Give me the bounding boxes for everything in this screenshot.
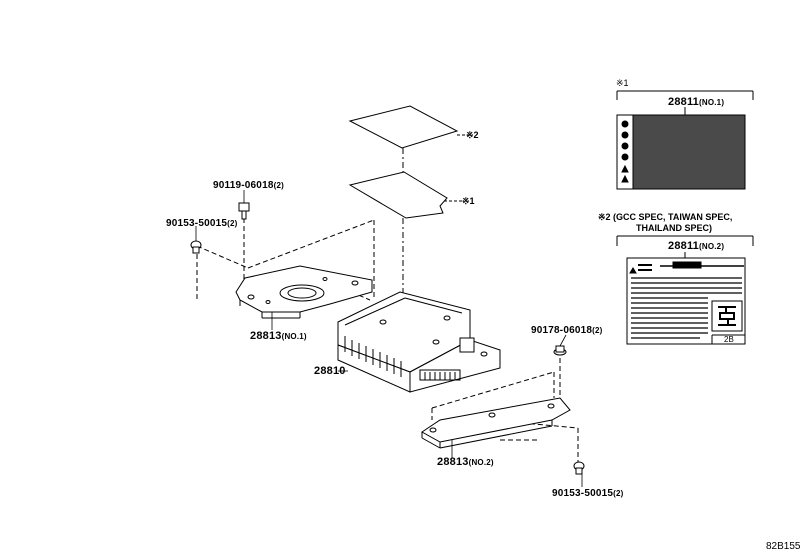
legend-2-suffix: (NO.2): [698, 242, 725, 251]
legend-2-part-label: 28811(NO.2): [668, 240, 724, 252]
part-number: 28810: [314, 365, 346, 377]
part-qty: (2): [227, 219, 238, 228]
part-suffix: (NO.2): [468, 458, 494, 467]
part-number: 28813: [250, 330, 282, 342]
bolt-90178: [553, 345, 567, 356]
legend-1-mark: ※1: [616, 78, 629, 88]
part-label-28813-no1: 28813(NO.1): [250, 330, 307, 342]
legend-2-number: 28811: [668, 240, 699, 252]
part-label-28810: 28810: [314, 365, 346, 377]
label-sheet-1: [348, 171, 462, 219]
part-label-90178: 90178-06018(2): [531, 325, 603, 336]
part-qty: (2): [273, 181, 284, 190]
part-number: 90178-06018: [531, 325, 593, 336]
bolt-90119: [238, 202, 250, 220]
recycle-icon: [711, 300, 745, 344]
legend-label-1: [616, 90, 754, 190]
legend-1-part-label: 28811(NO.1): [668, 96, 724, 108]
legend-2-note-line2: THAILAND SPEC): [636, 223, 712, 233]
ecu-box: [337, 291, 501, 393]
part-number: 28813: [437, 456, 469, 468]
leader-lines: [195, 190, 583, 487]
part-number: 90153-50015: [552, 488, 614, 499]
legend-label-2-textlines: [631, 277, 742, 339]
bracket-no2: [421, 397, 571, 449]
part-number: 90119-06018: [213, 180, 274, 191]
part-qty: (2): [592, 326, 603, 335]
part-label-28813-no2: 28813(NO.2): [437, 456, 494, 468]
part-suffix: (NO.1): [281, 332, 307, 341]
legend-2-corner: 2B: [724, 335, 734, 344]
legend-1-suffix: (NO.1): [698, 98, 725, 107]
part-number: 90153-50015: [166, 218, 228, 229]
part-label-90153-left: 90153-50015(2): [166, 218, 238, 229]
mark-1: ※1: [462, 196, 475, 206]
screw-90153-bottom: [573, 461, 585, 475]
legend-2-note-line1: ※2 (GCC SPEC, TAIWAN SPEC,: [598, 212, 733, 222]
part-label-90153-bottom: 90153-50015(2): [552, 488, 624, 499]
mark-2: ※2: [466, 130, 479, 140]
bracket-no1: [235, 265, 373, 319]
assembly-lines-lower: [431, 358, 579, 462]
label-sheet-2: [348, 105, 470, 149]
part-qty: (2): [613, 489, 624, 498]
legend-1-number: 28811: [668, 96, 699, 108]
figure-id: 82B155: [766, 541, 801, 552]
screw-90153-left: [190, 240, 202, 254]
part-label-90119: 90119-06018(2): [213, 180, 284, 191]
